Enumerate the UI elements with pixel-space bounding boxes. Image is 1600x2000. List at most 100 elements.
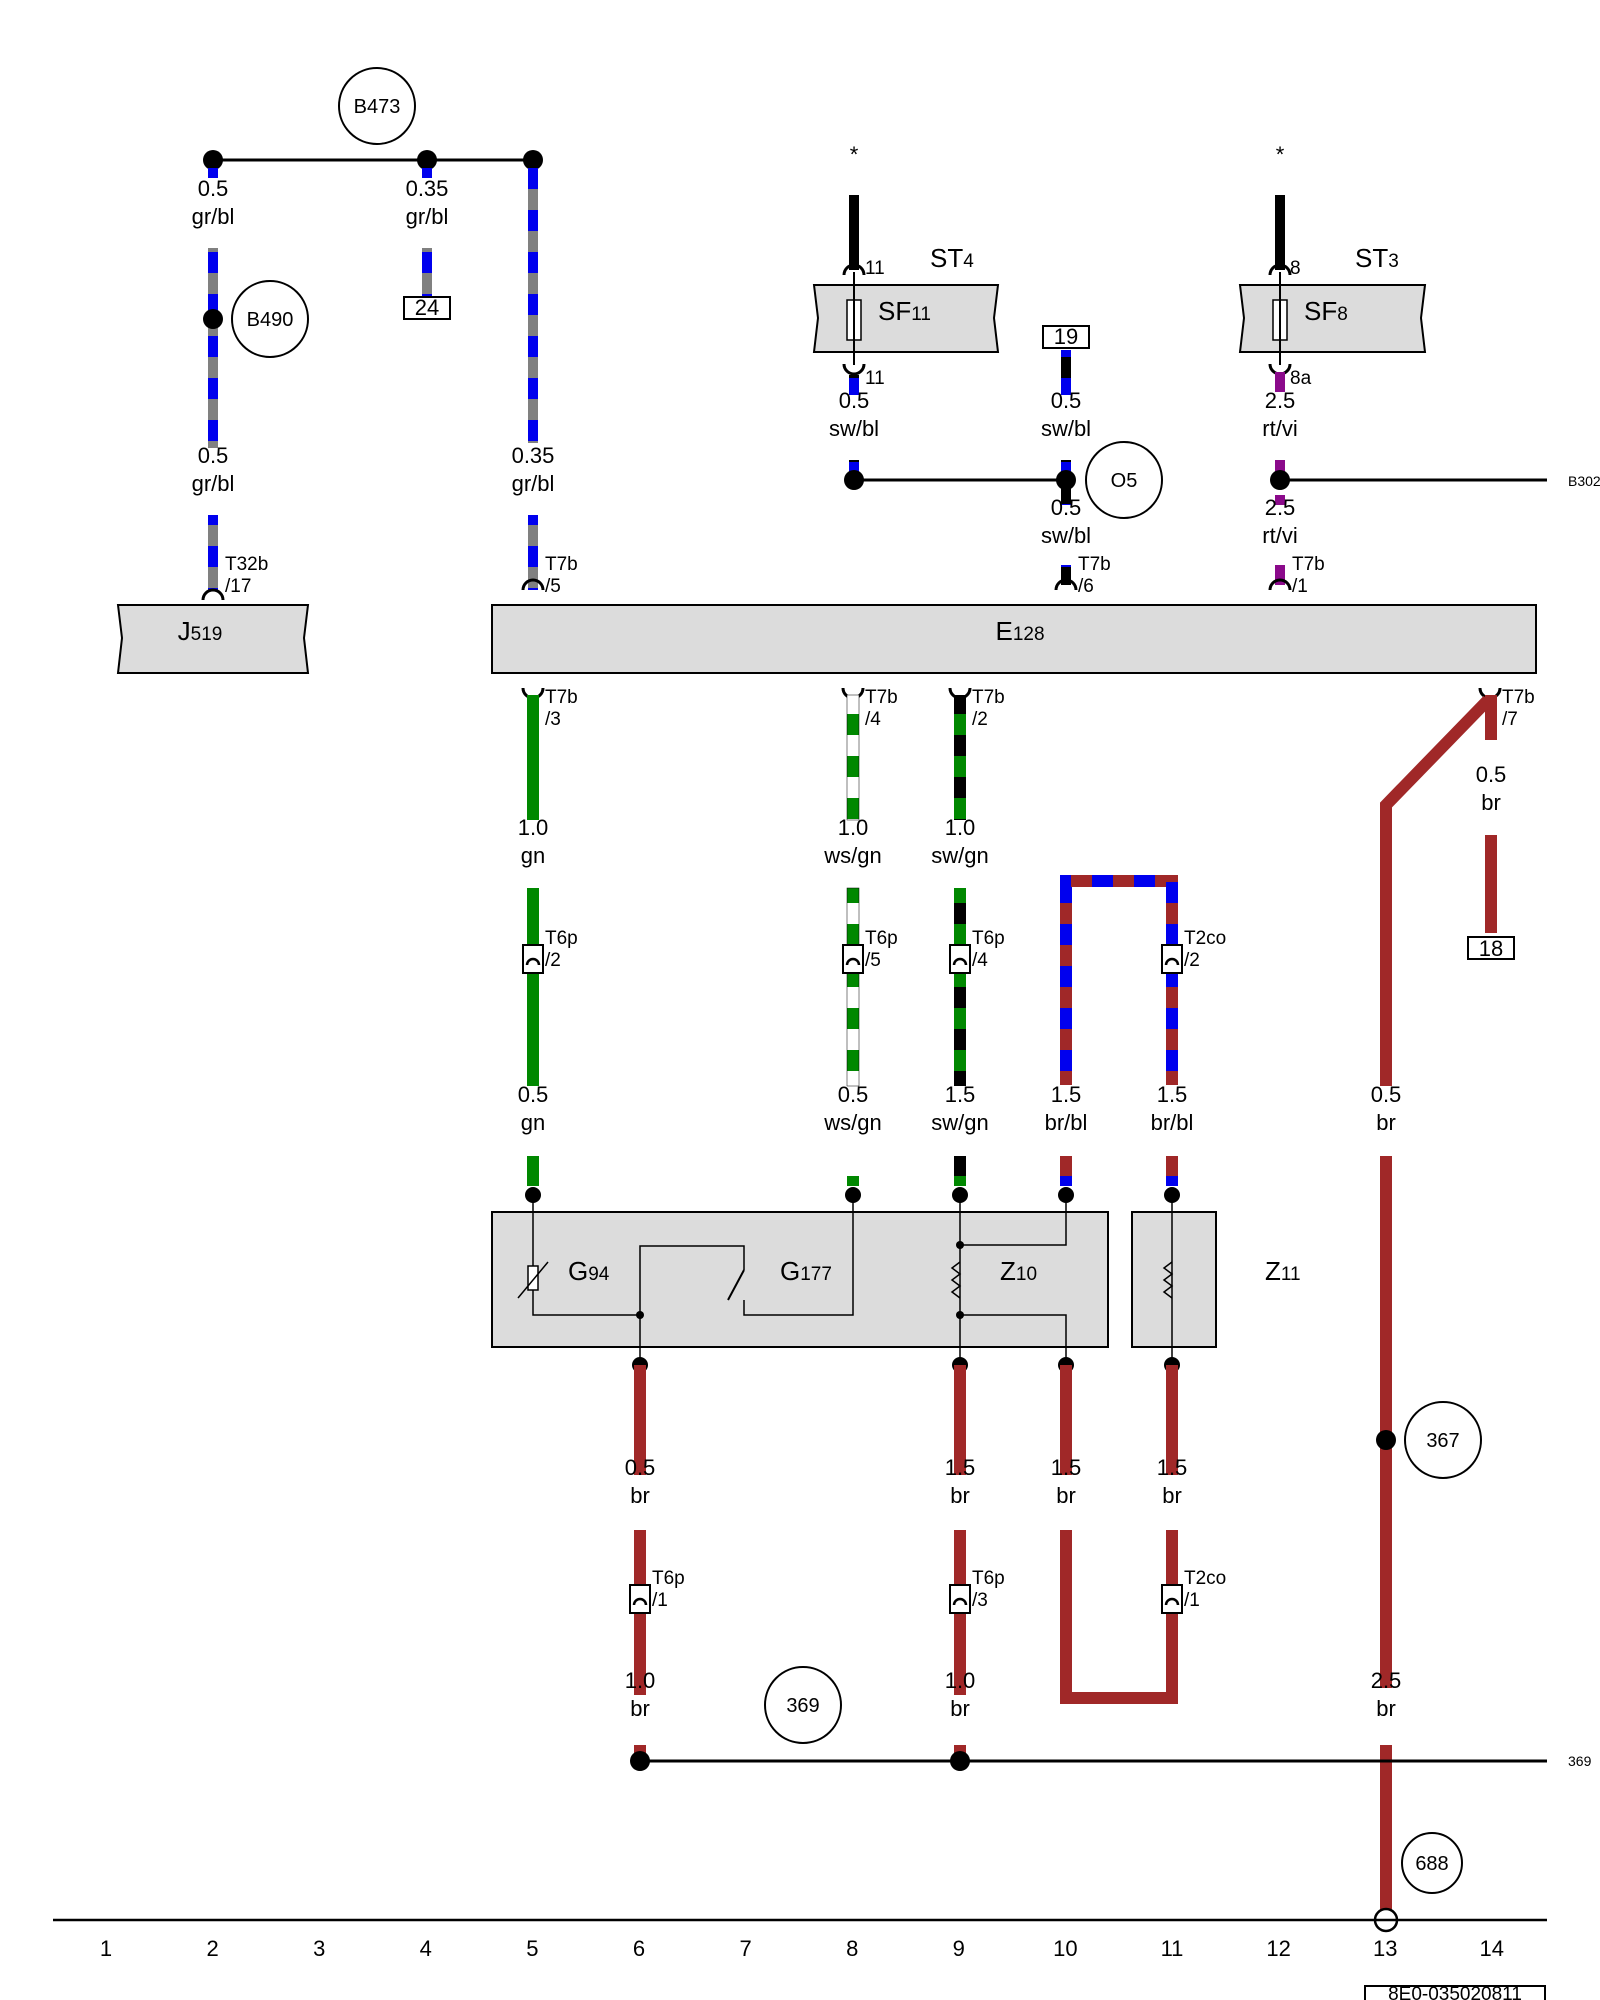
connector-name: T7b	[972, 687, 1005, 708]
column-number: 4	[420, 1936, 432, 1961]
wire-size-label: 1.5	[1157, 1455, 1188, 1480]
wire-color-label: br	[1056, 1483, 1076, 1508]
connector-labels: T32b/17T7b/5T7b/6T7b/1T7b/3T7b/4T7b/2T7b…	[225, 554, 1535, 1611]
wire-size-label: 0.35	[406, 176, 449, 201]
connector-name: T6p	[865, 928, 898, 949]
column-number: 14	[1480, 1936, 1504, 1961]
column-number: 1	[100, 1936, 112, 1961]
column-number: 13	[1373, 1936, 1397, 1961]
connector-pin: /3	[545, 709, 561, 730]
connector-pin: /4	[865, 709, 881, 730]
mid-connectors	[522, 944, 1183, 974]
wire-size-label: 1.0	[838, 815, 869, 840]
connector-name: T6p	[972, 1568, 1005, 1589]
connector-pin: /1	[1292, 576, 1308, 597]
svg-text:SF11: SF11	[878, 296, 931, 326]
connector-pin: /1	[1184, 1590, 1200, 1611]
fuse-block-st4: * SF11 ST4 11 11	[812, 142, 1000, 480]
ref-24: 24	[415, 295, 439, 320]
wire-color-label: br	[950, 1696, 970, 1721]
svg-text:G94: G94	[568, 1256, 610, 1286]
wire-size-label: 2.5	[1265, 495, 1296, 520]
connector-pin: /3	[972, 1590, 988, 1611]
star-left: *	[850, 142, 859, 167]
connector-name: T7b	[545, 687, 578, 708]
wire-color-label: br	[1376, 1696, 1396, 1721]
wire-size-label: 1.0	[945, 815, 976, 840]
wire-size-label: 2.5	[1265, 388, 1296, 413]
bus-o5: O5	[844, 441, 1163, 519]
column-number: 5	[526, 1936, 538, 1961]
wire-size-label: 0.5	[1371, 1082, 1402, 1107]
wire-size-label: 0.5	[1051, 495, 1082, 520]
wire-color-label: gn	[521, 843, 545, 868]
wire-color-label: gr/bl	[192, 204, 235, 229]
bubble-367: 367	[1426, 1430, 1459, 1452]
wire-size-label: 0.5	[1476, 762, 1507, 787]
bubble-o5: O5	[1111, 470, 1138, 492]
svg-text:Z11: Z11	[1265, 1256, 1301, 1286]
bubbles-right: 367 688	[1373, 1401, 1482, 1933]
wire-size-label: 0.35	[512, 443, 555, 468]
wire-color-label: ws/gn	[823, 1110, 881, 1135]
bubble-369: 369	[786, 1695, 819, 1717]
wire-size-label: 1.5	[945, 1082, 976, 1107]
wire-color-label: sw/gn	[931, 1110, 988, 1135]
column-number: 9	[953, 1936, 965, 1961]
wire-color-label: br	[1481, 790, 1501, 815]
connector-name: T32b	[225, 554, 268, 575]
column-number: 7	[739, 1936, 751, 1961]
connector-pin: /17	[225, 576, 251, 597]
bubble-b473: B473	[354, 96, 401, 118]
svg-text:G177: G177	[780, 1256, 832, 1286]
wire-color-label: gr/bl	[406, 204, 449, 229]
wire-color-label: rt/vi	[1262, 416, 1297, 441]
wire-color-label: rt/vi	[1262, 523, 1297, 548]
connector-pin: /7	[1502, 709, 1518, 730]
top-connectors	[201, 578, 1292, 601]
doc-id-box: 8E0-035020811	[1364, 1984, 1546, 2000]
wire-color-label: br	[630, 1483, 650, 1508]
bubble-b490: B490	[247, 309, 294, 331]
fuse-pin-8a: 8a	[1290, 368, 1312, 389]
connector-name: T6p	[972, 928, 1005, 949]
wires-lower	[629, 1365, 1183, 1760]
wire-size-label: 1.5	[1051, 1082, 1082, 1107]
wire-color-label: ws/gn	[823, 843, 881, 868]
column-number: 3	[313, 1936, 325, 1961]
wire-labels: 0.5gr/bl0.35gr/bl0.5gr/bl0.35gr/bl0.5sw/…	[192, 176, 1507, 1721]
doc-id: 8E0-035020811	[1388, 1984, 1522, 2000]
wires-middle: 18	[527, 694, 1515, 1910]
connector-pin: /4	[972, 950, 988, 971]
connector-name: T7b	[545, 554, 578, 575]
wire-color-label: gr/bl	[192, 471, 235, 496]
edge-ref-b302: B302	[1568, 473, 1600, 489]
wire-size-label: 0.5	[1051, 388, 1082, 413]
svg-text:Z10: Z10	[1000, 1256, 1037, 1286]
wire-color-label: gn	[521, 1110, 545, 1135]
wire-size-label: 0.5	[198, 176, 229, 201]
connector-name: T2co	[1184, 1568, 1226, 1589]
connector-pin: /2	[1184, 950, 1200, 971]
connector-name: T7b	[1502, 687, 1535, 708]
bus-b473: B473	[203, 67, 543, 170]
wire-size-label: 0.5	[518, 1082, 549, 1107]
wire-size-label: 0.5	[839, 388, 870, 413]
ref-18: 18	[1479, 936, 1503, 961]
component-e128: E128	[491, 604, 1537, 674]
wire-color-label: br/bl	[1045, 1110, 1088, 1135]
connector-name: T6p	[652, 1568, 685, 1589]
column-number: 6	[633, 1936, 645, 1961]
column-number: 8	[846, 1936, 858, 1961]
connector-pin: /1	[652, 1590, 668, 1611]
column-number: 12	[1266, 1936, 1290, 1961]
wire-color-label: br	[1376, 1110, 1396, 1135]
svg-text:ST4: ST4	[930, 243, 974, 273]
wire-col2: B490	[203, 168, 309, 590]
wire-col4: 24	[403, 168, 451, 320]
component-module: G94 G177 Z10 Z11	[491, 1195, 1301, 1365]
wire-color-label: sw/gn	[931, 843, 988, 868]
wire-color-label: sw/bl	[1041, 523, 1091, 548]
